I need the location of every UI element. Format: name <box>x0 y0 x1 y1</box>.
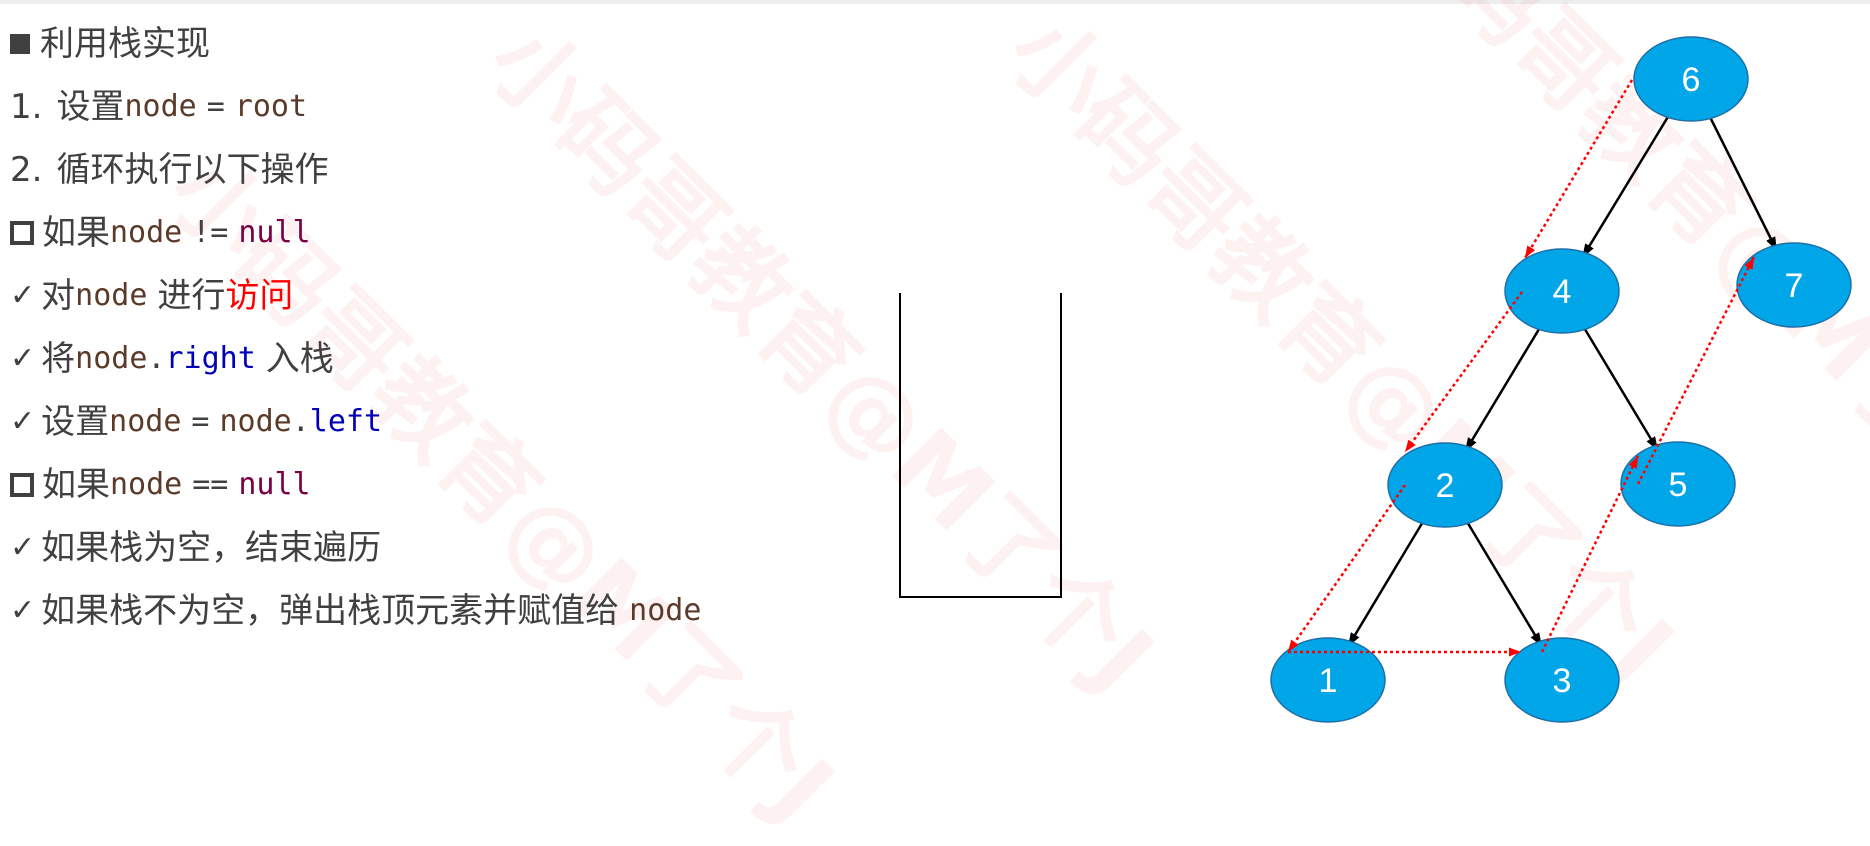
action-text: 对 <box>41 276 76 316</box>
action-text: 如果栈不为空，弹出栈顶元素并赋值给 <box>41 591 620 631</box>
action-text: 设置 <box>41 402 110 442</box>
tree-edge <box>1581 113 1671 259</box>
code-var: node <box>110 215 183 250</box>
tree-node-label: 5 <box>1669 466 1688 504</box>
step-2: 2. 循环执行以下操作 <box>10 146 328 194</box>
tree-node-shape <box>1387 442 1503 528</box>
tree-node-label: 2 <box>1436 467 1455 505</box>
code-var: node <box>219 404 292 439</box>
tree-node-label: 7 <box>1785 267 1804 305</box>
traversal-path-arrow <box>1523 79 1634 259</box>
condition-null: 如果 node == null <box>10 461 311 509</box>
step-title: 利用栈实现 <box>10 20 210 68</box>
tree-node-shape <box>1504 248 1620 334</box>
traversal-path-arrow <box>1286 484 1407 653</box>
code-operator: = <box>191 404 210 439</box>
tree-edge <box>1707 114 1779 252</box>
code-operator: = <box>206 89 225 124</box>
code-property: left <box>309 404 383 439</box>
code-var: node <box>110 467 183 502</box>
tree-edge <box>1463 325 1542 453</box>
tree-node-label: 3 <box>1553 662 1572 700</box>
step-1: 1. 设置 node = root <box>10 83 307 131</box>
binary-tree-diagram: 6 4 7 2 5 1 3 <box>1270 36 1852 723</box>
code-value: root <box>234 89 308 124</box>
tree-node: 7 <box>1736 242 1852 328</box>
condition-text: 如果 <box>42 213 110 253</box>
code-property: right <box>165 341 256 376</box>
stack-container <box>899 293 1062 598</box>
hollow-square-bullet-icon <box>10 473 34 497</box>
code-dot: . <box>291 404 310 439</box>
tree-node-shape <box>1620 441 1736 527</box>
tree-node-label: 1 <box>1319 662 1338 700</box>
checkmark-icon: ✓ <box>10 404 36 439</box>
traversal-path-arrow <box>1540 455 1640 653</box>
tree-edge <box>1581 325 1660 452</box>
code-dot: . <box>147 341 166 376</box>
code-var: node <box>75 278 148 313</box>
tree-node: 3 <box>1504 637 1620 723</box>
step-text: 设置 <box>56 87 125 127</box>
action-text: 如果栈为空，结束遍历 <box>41 528 382 568</box>
highlight-text: 访问 <box>225 276 294 316</box>
checkmark-icon: ✓ <box>10 530 36 565</box>
tree-node-shape <box>1633 36 1749 122</box>
step-text: 循环执行以下操作 <box>56 150 329 190</box>
tree-node: 1 <box>1270 637 1386 723</box>
action-text: 将 <box>41 339 76 379</box>
code-operator: == <box>192 467 229 502</box>
code-operator: != <box>192 215 229 250</box>
tree-edge <box>1346 519 1426 648</box>
tree-node-shape <box>1270 637 1386 723</box>
tree-node: 5 <box>1620 441 1736 527</box>
traversal-path-arrow <box>1636 256 1756 485</box>
action-text: 入栈 <box>265 339 334 379</box>
tree-node: 2 <box>1387 442 1503 528</box>
condition-not-null: 如果 node != null <box>10 209 311 257</box>
action-visit: ✓ 对 node 进行 访问 <box>10 272 293 320</box>
code-var: node <box>75 341 148 376</box>
checkmark-icon: ✓ <box>10 593 36 628</box>
traversal-path-arrow <box>1403 291 1524 453</box>
condition-text: 如果 <box>42 465 110 505</box>
square-bullet-icon <box>10 34 30 54</box>
checkmark-icon: ✓ <box>10 278 36 313</box>
checkmark-icon: ✓ <box>10 341 36 376</box>
tree-node-shape <box>1736 242 1852 328</box>
code-var: node <box>109 404 182 439</box>
action-set-left: ✓ 设置 node = node . left <box>10 398 382 446</box>
step-number: 1. <box>10 87 43 127</box>
step-number: 2. <box>10 150 43 190</box>
tree-node-label: 6 <box>1682 61 1701 99</box>
code-var: node <box>124 89 197 124</box>
hollow-square-bullet-icon <box>10 221 34 245</box>
code-keyword: null <box>238 215 311 250</box>
code-var: node <box>629 593 702 628</box>
tree-node: 6 <box>1633 36 1749 122</box>
tree-node-shape <box>1504 637 1620 723</box>
tree-node-label: 4 <box>1553 273 1572 311</box>
title-text: 利用栈实现 <box>40 24 210 64</box>
tree-node: 4 <box>1504 248 1620 334</box>
tree-edge <box>1464 519 1544 648</box>
top-divider <box>0 0 1870 4</box>
code-keyword: null <box>238 467 311 502</box>
action-pop: ✓ 如果栈不为空，弹出栈顶元素并赋值给 node <box>10 587 701 635</box>
action-push-right: ✓ 将 node . right 入栈 <box>10 335 334 383</box>
action-text: 进行 <box>157 276 226 316</box>
action-stack-empty: ✓ 如果栈为空，结束遍历 <box>10 524 381 572</box>
